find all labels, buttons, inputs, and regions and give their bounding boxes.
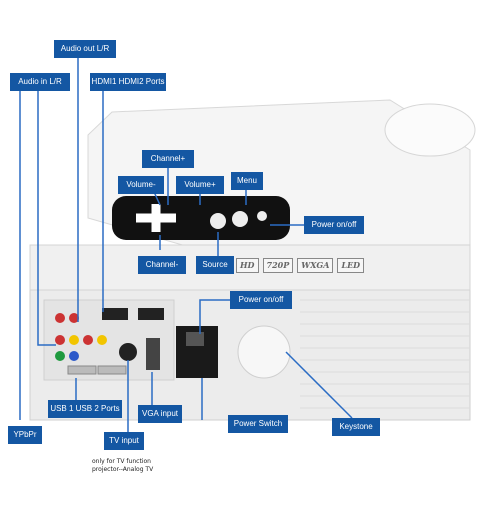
tv-input-jack: [119, 343, 137, 361]
tv-note: only for TV function projector--Analog T…: [92, 458, 182, 474]
vent-grille: [300, 299, 470, 409]
ypbpr-label: YPbPr: [8, 426, 42, 444]
spec-badge: LED: [337, 257, 365, 273]
volume-plus-label: Volume+: [176, 176, 224, 194]
source-button: [210, 213, 226, 229]
channel-plus-label: Channel+: [142, 150, 194, 168]
tv-note-line: only for TV function: [92, 458, 151, 465]
usb-port-2: [97, 365, 127, 375]
channel-minus-label: Channel-: [138, 256, 186, 274]
menu-label: Menu: [231, 172, 263, 190]
keystone-label: Keystone: [332, 418, 380, 436]
lens-housing: [384, 103, 476, 157]
usb-ports-label: USB 1 USB 2 Ports: [48, 400, 122, 418]
power-side-label: Power on/off: [230, 291, 292, 309]
usb-port-1: [67, 365, 97, 375]
power-button: [257, 211, 267, 221]
audio-in-label: Audio in L/R: [10, 73, 70, 91]
power-rocker: [186, 332, 204, 346]
volume-minus-label: Volume-: [118, 176, 164, 194]
spec-badge: 720P: [262, 257, 294, 273]
keystone-knob: [237, 325, 291, 379]
hdmi-port-1: [102, 308, 128, 320]
hdmi-ports-label: HDMI1 HDMI2 Ports: [90, 73, 166, 91]
power-top-label: Power on/off: [304, 216, 364, 234]
rca-blue: [69, 351, 79, 361]
source-label: Source: [196, 256, 234, 274]
spec-badge: WXGA: [297, 257, 334, 273]
power-switch-label: Power Switch: [228, 415, 288, 433]
spec-badge: HD: [236, 257, 259, 273]
rca-green: [55, 351, 65, 361]
vga-port: [146, 338, 160, 370]
audio-out-label: Audio out L/R: [54, 40, 116, 58]
vga-label: VGA input: [138, 405, 182, 423]
menu-button: [232, 211, 248, 227]
dpad-cross: [136, 204, 176, 232]
rca-red: [55, 313, 93, 345]
hdmi-port-2: [138, 308, 164, 320]
tv-note-line: projector--Analog TV: [92, 466, 154, 473]
tv-input-label: TV input: [104, 432, 144, 450]
rca-yellow: [69, 335, 107, 345]
spec-badges: HD 720P WXGA LED: [236, 256, 374, 274]
